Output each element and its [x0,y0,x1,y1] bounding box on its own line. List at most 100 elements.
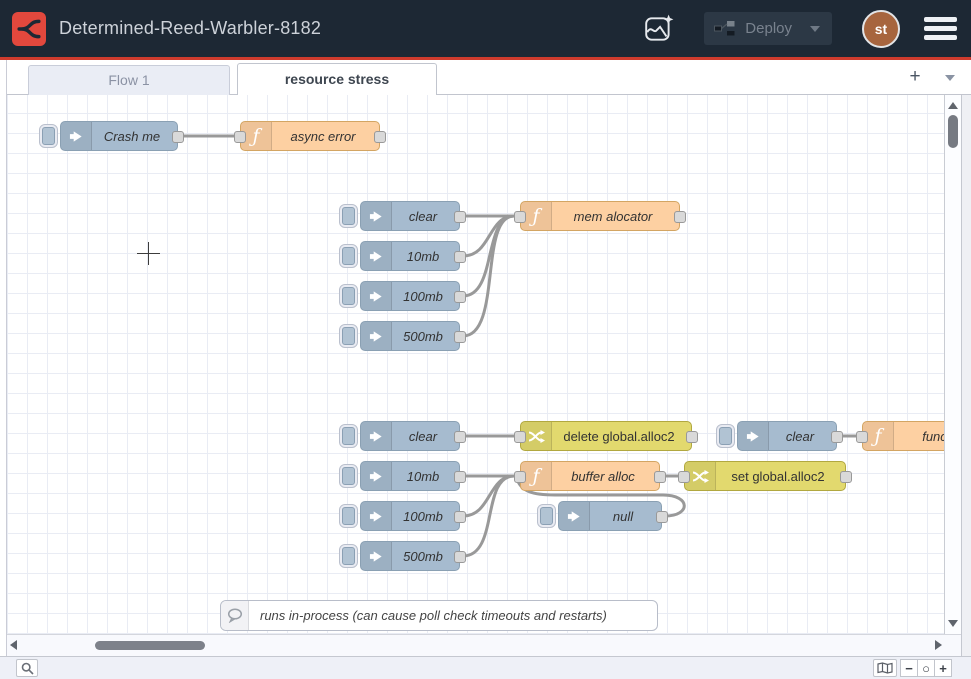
node-label: delete global.alloc2 [551,422,687,450]
inject-trigger-button[interactable] [537,504,556,528]
inject-trigger-button[interactable] [339,244,358,268]
input-port[interactable] [514,471,526,483]
output-port[interactable] [454,471,466,483]
deploy-nodes-icon [714,20,736,37]
tab-resource-stress[interactable]: resource stress [237,63,437,95]
node-label: buffer alloc [551,462,655,490]
node-function-function[interactable]: ƒ function [862,421,944,451]
inject-icon [361,422,392,450]
tab-flow-1[interactable]: Flow 1 [28,65,230,95]
inject-trigger-button[interactable] [339,504,358,528]
node-inject-clear[interactable]: clear [360,201,460,231]
scroll-up-arrow-icon[interactable] [948,102,958,109]
wire[interactable] [463,216,514,256]
inject-icon [361,542,392,570]
node-inject-crash-me[interactable]: Crash me [60,121,178,151]
node-inject-500mb[interactable]: 500mb [360,541,460,571]
inject-icon [361,462,392,490]
node-inject-10mb[interactable]: 10mb [360,241,460,271]
output-port[interactable] [454,511,466,523]
inject-trigger-button[interactable] [716,424,735,448]
output-port[interactable] [831,431,843,443]
output-port[interactable] [656,511,668,523]
inject-trigger-button[interactable] [339,204,358,228]
output-port[interactable] [172,131,184,143]
scroll-right-arrow-icon[interactable] [935,640,942,650]
input-port[interactable] [514,431,526,443]
input-port[interactable] [514,211,526,223]
horizontal-scrollbar[interactable] [0,634,961,656]
inject-icon [738,422,769,450]
output-port[interactable] [374,131,386,143]
node-label: 500mb [391,542,455,570]
workspace-footer: − ○ + [0,656,971,679]
node-label: null [589,502,657,530]
inject-trigger-button[interactable] [339,284,358,308]
node-function-mem-alocator[interactable]: ƒ mem alocator [520,201,680,231]
inject-trigger-button[interactable] [339,464,358,488]
deploy-options-chevron-down-icon[interactable] [810,26,820,32]
comment-bubble-icon [221,601,249,630]
scroll-down-arrow-icon[interactable] [948,620,958,627]
node-label: clear [391,422,455,450]
horizontal-scroll-thumb[interactable] [95,641,205,650]
inject-trigger-button[interactable] [339,424,358,448]
sidebar-splitter[interactable] [961,95,971,656]
output-port[interactable] [454,331,466,343]
scroll-left-arrow-icon[interactable] [10,640,17,650]
input-port[interactable] [678,471,690,483]
hamburger-icon [924,17,957,22]
vertical-scroll-thumb[interactable] [948,115,958,148]
zoom-out-button[interactable]: − [900,659,918,677]
node-comment[interactable]: runs in-process (can cause poll check ti… [220,600,658,631]
add-flow-button[interactable]: + [903,65,927,89]
user-avatar[interactable]: st [862,10,900,48]
zoom-reset-button[interactable]: ○ [917,659,935,677]
node-function-buffer-alloc[interactable]: ƒ buffer alloc [520,461,660,491]
input-port[interactable] [234,131,246,143]
search-flows-button[interactable] [16,659,38,677]
flow-canvas[interactable]: Crash me ƒ async error clear 10mb [0,95,944,634]
output-port[interactable] [454,211,466,223]
node-function-async-error[interactable]: ƒ async error [240,121,380,151]
sparkle-image-icon [643,13,675,45]
node-inject-100mb[interactable]: 100mb [360,501,460,531]
node-label: 10mb [391,242,455,270]
deploy-button[interactable]: Deploy [704,12,832,45]
node-inject-clear[interactable]: clear [737,421,837,451]
hamburger-icon [924,26,957,31]
inject-trigger-button[interactable] [339,544,358,568]
wire-layer [0,95,944,634]
inject-trigger-button[interactable] [339,324,358,348]
navigator-toggle-button[interactable] [873,659,897,677]
output-port[interactable] [686,431,698,443]
wire[interactable] [463,476,514,516]
node-inject-100mb[interactable]: 100mb [360,281,460,311]
palette-edge-strip [0,60,7,656]
hamburger-icon [924,35,957,40]
node-change-delete-global-alloc2[interactable]: delete global.alloc2 [520,421,692,451]
node-inject-clear[interactable]: clear [360,421,460,451]
node-inject-500mb[interactable]: 500mb [360,321,460,351]
inject-trigger-button[interactable] [39,124,58,148]
output-port[interactable] [454,551,466,563]
zoom-in-button[interactable]: + [934,659,952,677]
tab-list-chevron-down-icon[interactable] [945,75,955,81]
vertical-scrollbar[interactable] [944,95,961,634]
node-inject-null[interactable]: null [558,501,662,531]
deploy-button-label: Deploy [745,20,792,37]
map-icon [877,662,893,674]
node-change-set-global-alloc2[interactable]: set global.alloc2 [684,461,846,491]
main-menu-button[interactable] [924,17,957,40]
output-port[interactable] [654,471,666,483]
node-inject-10mb[interactable]: 10mb [360,461,460,491]
output-port[interactable] [454,431,466,443]
output-port[interactable] [840,471,852,483]
output-port[interactable] [454,291,466,303]
output-port[interactable] [454,251,466,263]
flow-assistant-button[interactable] [642,12,676,46]
output-port[interactable] [674,211,686,223]
wire[interactable] [463,216,514,336]
input-port[interactable] [856,431,868,443]
